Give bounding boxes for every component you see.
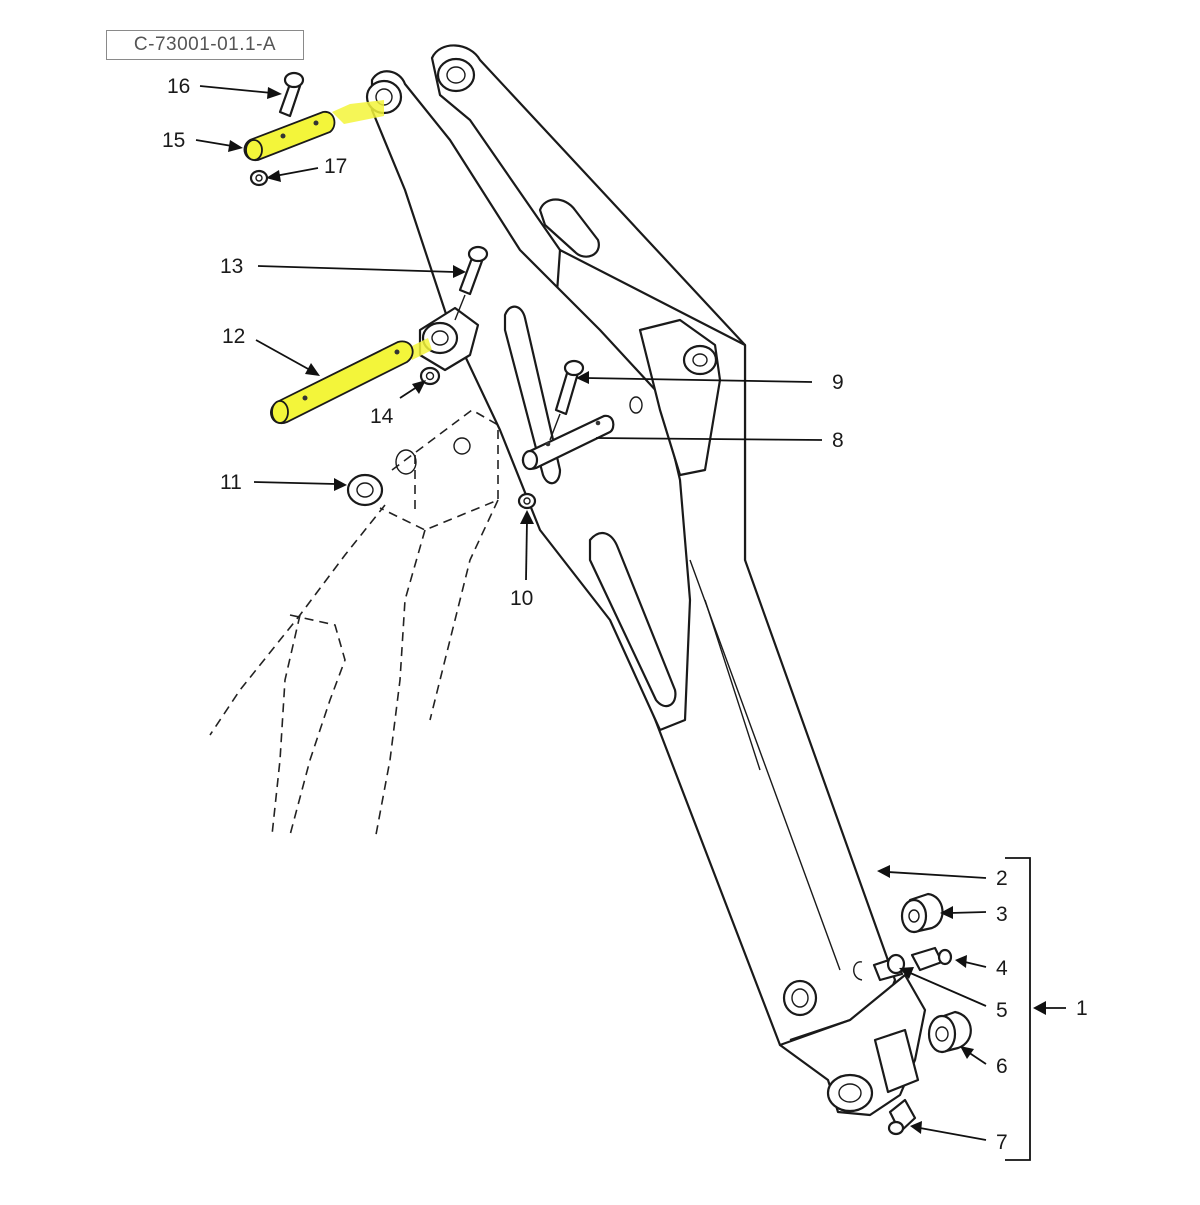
boom-slot-long	[588, 531, 677, 708]
part-11-washer	[346, 473, 384, 507]
callout-13: 13	[220, 255, 244, 278]
boom-slot-upper	[538, 198, 600, 258]
callout-2: 2	[996, 867, 1008, 890]
boom-assembly	[365, 44, 927, 1117]
callout-8: 8	[832, 429, 844, 452]
boom-slot-mid	[503, 305, 562, 485]
part-9-bolt	[549, 359, 585, 441]
part-10-nut	[517, 492, 537, 510]
callout-4: 4	[996, 957, 1008, 980]
callout-17: 17	[324, 155, 348, 178]
callout-5: 5	[996, 999, 1008, 1022]
part-4-grease-fitting	[910, 946, 953, 972]
callout-6: 6	[996, 1055, 1008, 1078]
part-13-bolt	[454, 245, 489, 321]
frame-bracket	[395, 437, 471, 475]
part-16-bolt	[278, 71, 305, 118]
part-7-grease-fitting	[887, 1098, 917, 1136]
part-3-bushing	[900, 892, 944, 934]
part-6-bushing	[927, 1010, 972, 1054]
callout-1: 1	[1076, 997, 1088, 1020]
boom-bottom-eye	[826, 1073, 874, 1113]
callout-15: 15	[162, 129, 186, 152]
callout-3: 3	[996, 903, 1008, 926]
callout-10: 10	[510, 587, 534, 610]
part-8-pin	[521, 414, 615, 471]
part-5-fitting	[872, 953, 906, 982]
pivot-eye-rear	[436, 57, 476, 93]
part-15-pin[interactable]	[243, 100, 384, 161]
leader-lines	[195, 85, 1066, 1161]
callout-12: 12	[222, 325, 246, 348]
part-12-pin[interactable]	[270, 338, 432, 425]
callout-16: 16	[167, 75, 191, 98]
callout-14: 14	[370, 405, 394, 428]
callout-7: 7	[996, 1131, 1008, 1154]
callout-9: 9	[832, 371, 844, 394]
part-17-nut	[249, 169, 269, 187]
drawing-id-label: C-73001-01.1-A	[106, 30, 304, 60]
phantom-frame	[209, 409, 499, 841]
part-14-nut	[419, 366, 441, 386]
callout-11: 11	[220, 471, 242, 494]
